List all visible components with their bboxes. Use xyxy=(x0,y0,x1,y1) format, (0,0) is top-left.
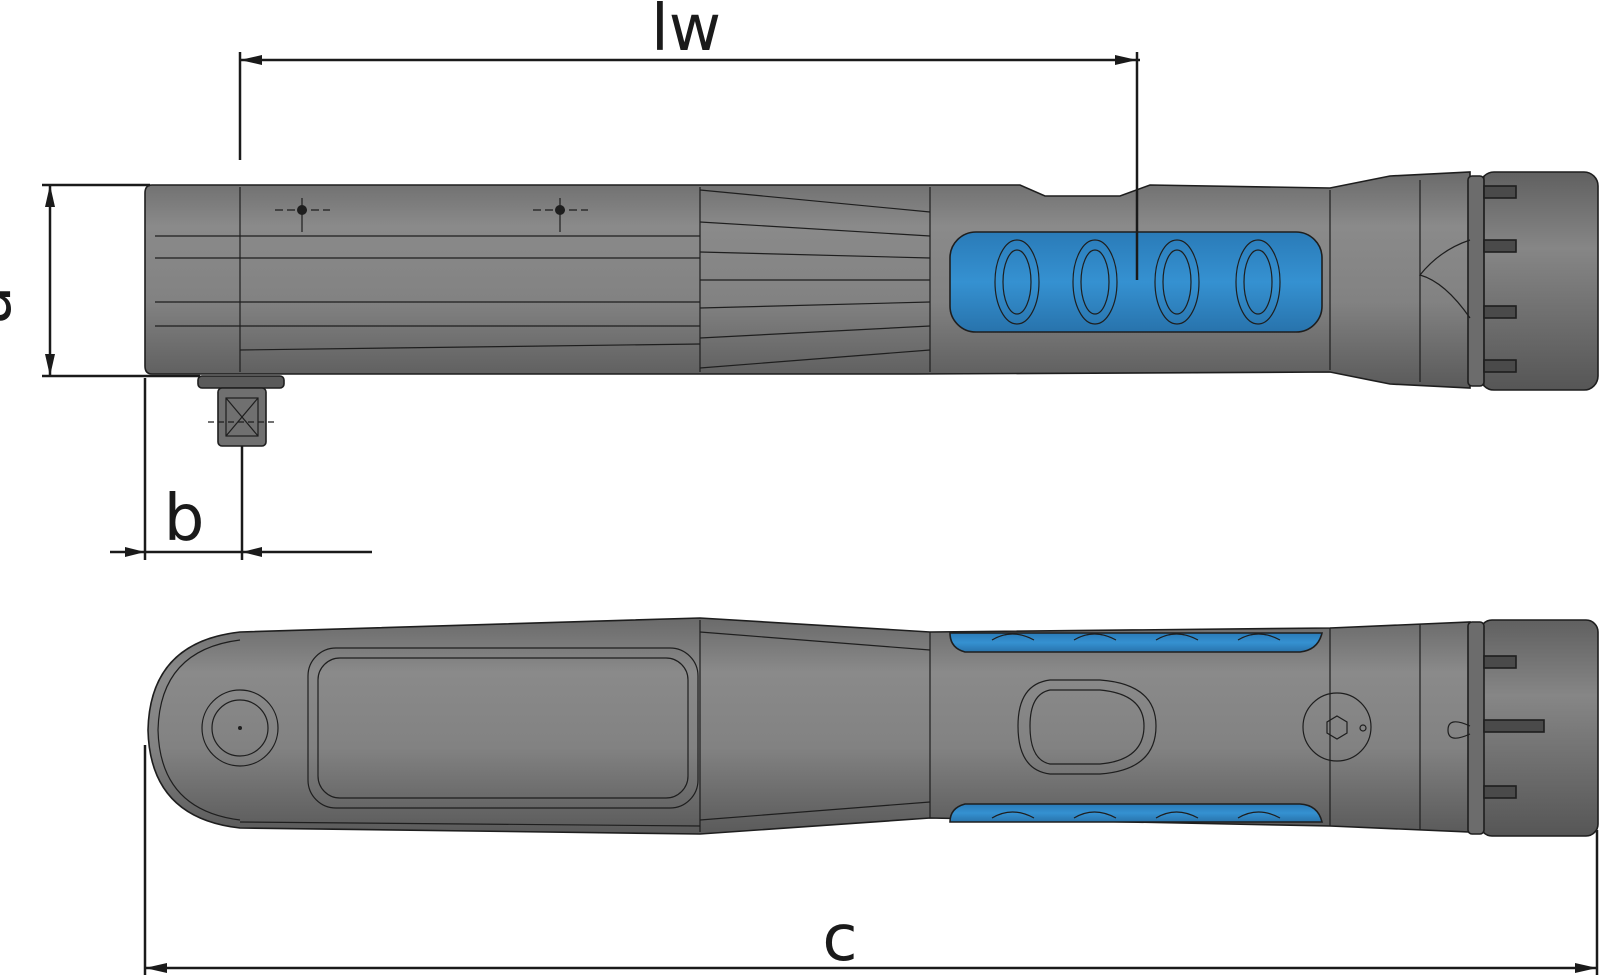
screws-side xyxy=(275,198,588,232)
body-lines-top xyxy=(239,620,1421,832)
grip-scallops-top xyxy=(991,633,1281,819)
dimension-c: c xyxy=(143,745,1599,976)
cap-ring-top xyxy=(1467,621,1485,835)
square-drive xyxy=(197,375,285,447)
wrench-top-view xyxy=(147,617,1599,837)
head-details-top xyxy=(157,639,699,821)
cap-notches-side xyxy=(1483,176,1517,386)
label-a: a xyxy=(0,285,26,324)
dimension-a: a xyxy=(0,183,200,378)
grip-strip-bottom xyxy=(949,803,1324,823)
label-b: b xyxy=(164,482,205,556)
wrench-side-view xyxy=(144,171,1599,447)
cap-ring-side xyxy=(1467,175,1485,387)
grip-cutouts-side xyxy=(994,239,1281,325)
grip-strip-top xyxy=(949,632,1324,653)
label-lw: lw xyxy=(651,0,721,66)
body-lines-side xyxy=(155,180,1421,382)
label-c: c xyxy=(822,902,857,976)
lock-knob xyxy=(1302,692,1372,762)
end-cap-side xyxy=(1479,171,1599,391)
dimension-b: b xyxy=(110,378,372,560)
cap-notches-top xyxy=(1447,655,1545,799)
scale-window xyxy=(1017,679,1157,775)
dimension-lw: lw xyxy=(238,0,1140,280)
